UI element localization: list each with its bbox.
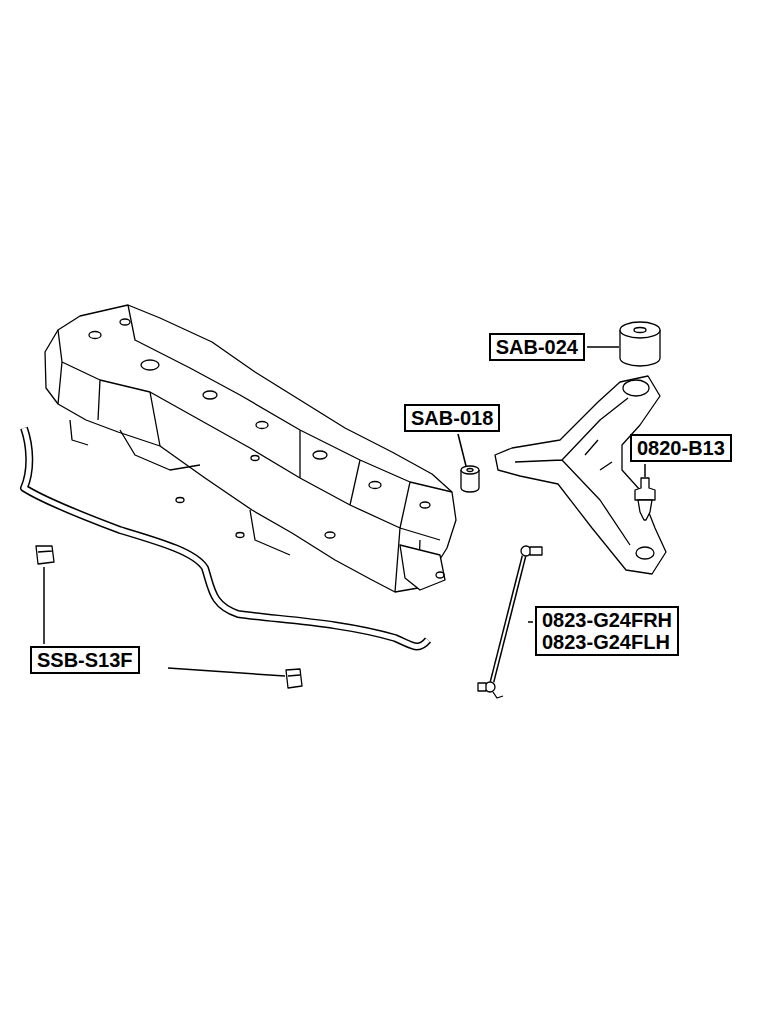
leader-line [458, 434, 466, 466]
part-number: SSB-S13F [37, 649, 133, 671]
stabilizer-bushing [286, 669, 302, 688]
ball-joint [635, 478, 655, 500]
control-arm-socket [623, 380, 649, 396]
stabilizer-bar-inner [24, 428, 428, 646]
subframe [45, 305, 456, 592]
part-number: 0823-G24FLH [542, 631, 672, 653]
part-number: SAB-024 [496, 336, 578, 358]
control-arm [495, 376, 666, 574]
subframe-bracket [400, 545, 445, 590]
part-number: SAB-018 [411, 407, 493, 429]
leader-line [587, 346, 619, 348]
link-stud [478, 683, 503, 698]
bushing-hole [634, 328, 646, 333]
stabilizer-bushing [36, 546, 54, 564]
control-arm-eye [636, 547, 654, 559]
part-number: 0820-B13 [637, 437, 725, 459]
stabilizer-link-inner [492, 556, 524, 682]
bushing-top [461, 466, 479, 474]
control-arm-rib [515, 398, 630, 545]
stabilizer-bar-outline [24, 428, 428, 646]
subframe-arm-mount [70, 420, 290, 555]
subframe-detail [58, 305, 452, 592]
part-number-box: 0820-B13 [630, 434, 732, 462]
ball-joint-stud [638, 500, 652, 520]
part-number-box: 0823-G24FRH0823-G24FLH [535, 606, 679, 656]
bushing-hole [467, 469, 473, 472]
stabilizer-link [492, 556, 524, 682]
leader-line [43, 567, 45, 644]
part-number-box: SAB-018 [404, 404, 500, 432]
part-number: 0823-G24FRH [542, 609, 672, 631]
part-number-box: SAB-024 [489, 333, 585, 361]
part-number-box: SSB-S13F [30, 646, 140, 674]
leader-line [168, 668, 285, 676]
leader-line [528, 621, 533, 623]
link-stud [530, 547, 542, 555]
leader-line [644, 464, 646, 477]
bushing-top [620, 322, 660, 338]
